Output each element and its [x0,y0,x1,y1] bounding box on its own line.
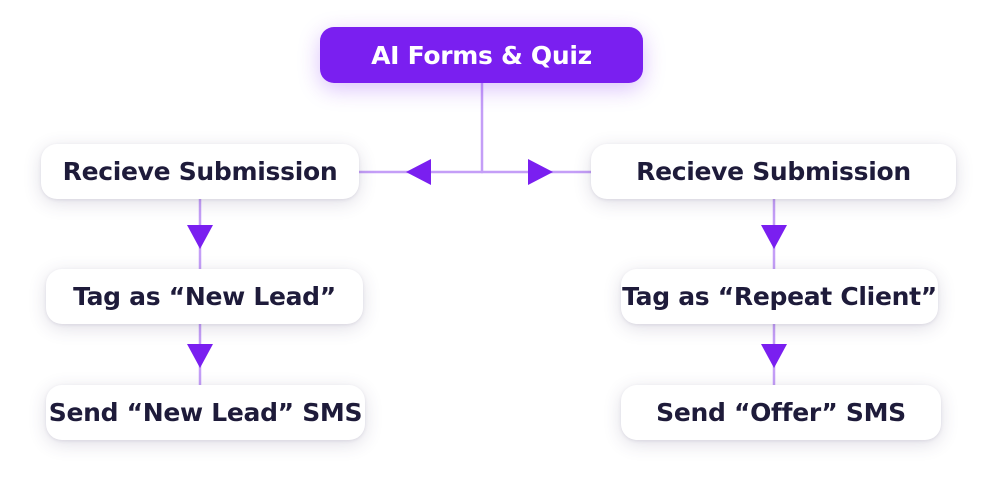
right-tag-label: Tag as “Repeat Client” [622,282,937,311]
left-tag-label: Tag as “New Lead” [73,282,336,311]
arrow-down-icon [187,225,213,249]
arrow-down-icon [761,344,787,368]
root-label: AI Forms & Quiz [371,40,592,70]
left-tag-node: Tag as “New Lead” [46,269,363,324]
connector-lines [198,81,776,387]
arrow-left-icon [406,159,431,185]
right-receive-submission-node: Recieve Submission [591,144,956,199]
right-receive-label: Recieve Submission [636,157,911,186]
arrow-right-icon [528,159,553,185]
right-tag-node: Tag as “Repeat Client” [621,269,938,324]
right-send-sms-node: Send “Offer” SMS [621,385,941,440]
root-node: AI Forms & Quiz [320,27,643,83]
left-receive-label: Recieve Submission [62,157,338,186]
left-receive-submission-node: Recieve Submission [41,144,359,199]
right-send-label: Send “Offer” SMS [656,398,906,427]
left-send-sms-node: Send “New Lead” SMS [46,385,365,440]
arrow-down-icon [187,344,213,368]
left-send-label: Send “New Lead” SMS [48,398,363,427]
arrow-down-icon [761,225,787,249]
